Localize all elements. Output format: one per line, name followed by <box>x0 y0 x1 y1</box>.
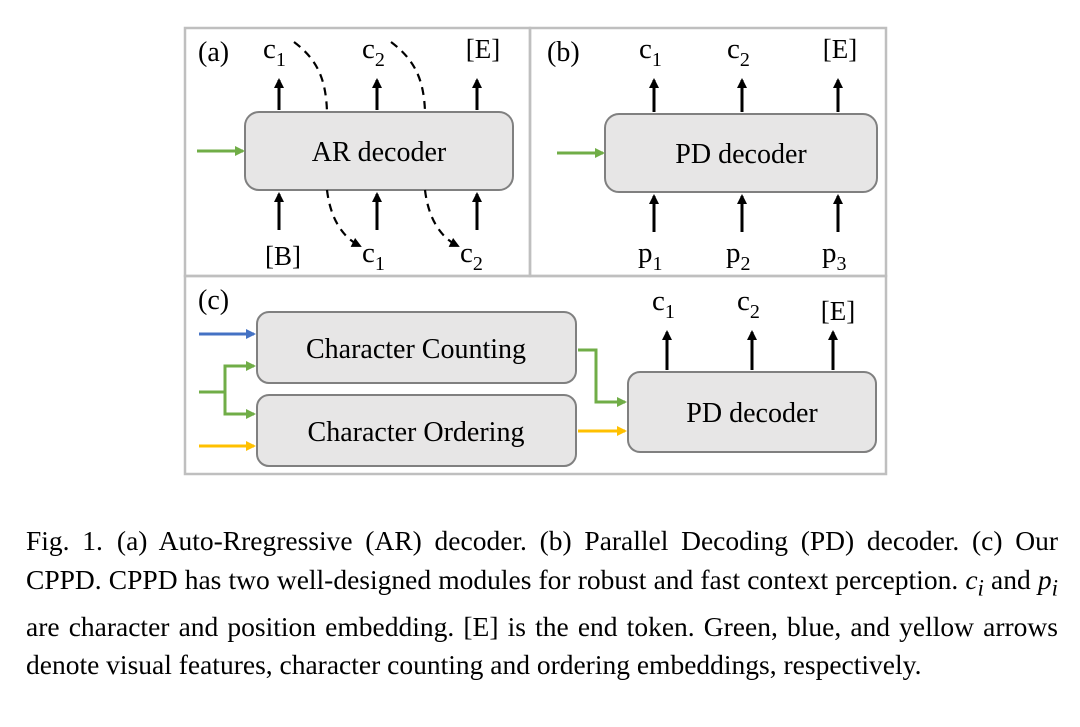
visual-feature-split-arrow <box>199 361 256 394</box>
caption-ci-sub: i <box>977 575 984 600</box>
character-counting-box <box>256 311 577 384</box>
ar-feedback-arrow-2 <box>390 41 458 246</box>
visual-feature-split-arrow-lower <box>223 392 256 419</box>
panel-a-label: (a) <box>198 37 229 68</box>
panel-a: (a) AR decoder c1 c2 [E] [B] c1 c2 <box>197 33 514 275</box>
ar-input-token-2: c1 <box>362 237 385 275</box>
panel-c: (c) Character Counting Character Orderin… <box>198 285 877 467</box>
counting-to-decoder-arrow <box>578 348 627 407</box>
ar-output-token-2: c2 <box>362 33 385 71</box>
pd-decoder-box-c <box>627 371 877 453</box>
panel-frames <box>183 26 888 476</box>
pd-b-output-token-1: c1 <box>639 33 662 71</box>
character-ordering-box <box>256 394 577 467</box>
pd-b-input-token-1: p1 <box>638 237 663 275</box>
panel-b: (b) PD decoder c1 c2 [E] p1 p2 p3 <box>547 33 878 275</box>
caption-text-2: and <box>983 563 1038 595</box>
pd-b-input-token-3: p3 <box>822 237 847 275</box>
pd-decoder-label-c: PD decoder <box>686 398 818 429</box>
pd-b-input-token-2: p2 <box>726 237 751 275</box>
ar-decoder-label: AR decoder <box>312 137 447 168</box>
ar-output-token-1: c1 <box>263 33 286 71</box>
pd-b-output-token-2: c2 <box>727 33 750 71</box>
caption-pi-base: p <box>1037 563 1052 595</box>
caption-text-3: are character and position embedding. [E… <box>26 610 1058 681</box>
character-ordering-label: Character Ordering <box>308 417 525 448</box>
pd-b-output-token-3: [E] <box>823 34 857 64</box>
panel-c-frame <box>183 274 888 476</box>
ar-decoder-box <box>244 111 514 191</box>
caption-ci-base: c <box>965 563 978 595</box>
ar-input-token-1: [B] <box>265 241 301 271</box>
pd-c-output-token-3: [E] <box>821 296 855 326</box>
pd-c-output-token-2: c2 <box>737 285 760 323</box>
panel-b-label: (b) <box>547 37 580 68</box>
pd-decoder-label-b: PD decoder <box>675 139 807 170</box>
panel-c-label: (c) <box>198 285 229 316</box>
figure-1-diagram: (a) AR decoder c1 c2 [E] [B] c1 c2 (b) P… <box>183 26 888 476</box>
figure-caption: Fig. 1.(a) Auto-Rregressive (AR) decoder… <box>26 522 1058 685</box>
figure-number: Fig. 1. <box>26 525 103 556</box>
character-counting-label: Character Counting <box>306 334 526 365</box>
ar-feedback-arrow-1 <box>293 41 360 246</box>
pd-decoder-box-b <box>604 113 878 193</box>
ar-input-token-3: c2 <box>460 237 483 275</box>
caption-pi-sub: i <box>1051 575 1058 600</box>
ar-output-token-3: [E] <box>466 34 500 64</box>
caption-text-1: (a) Auto-Rregressive (AR) decoder. (b) P… <box>26 525 1058 595</box>
pd-c-output-token-1: c1 <box>652 285 675 323</box>
